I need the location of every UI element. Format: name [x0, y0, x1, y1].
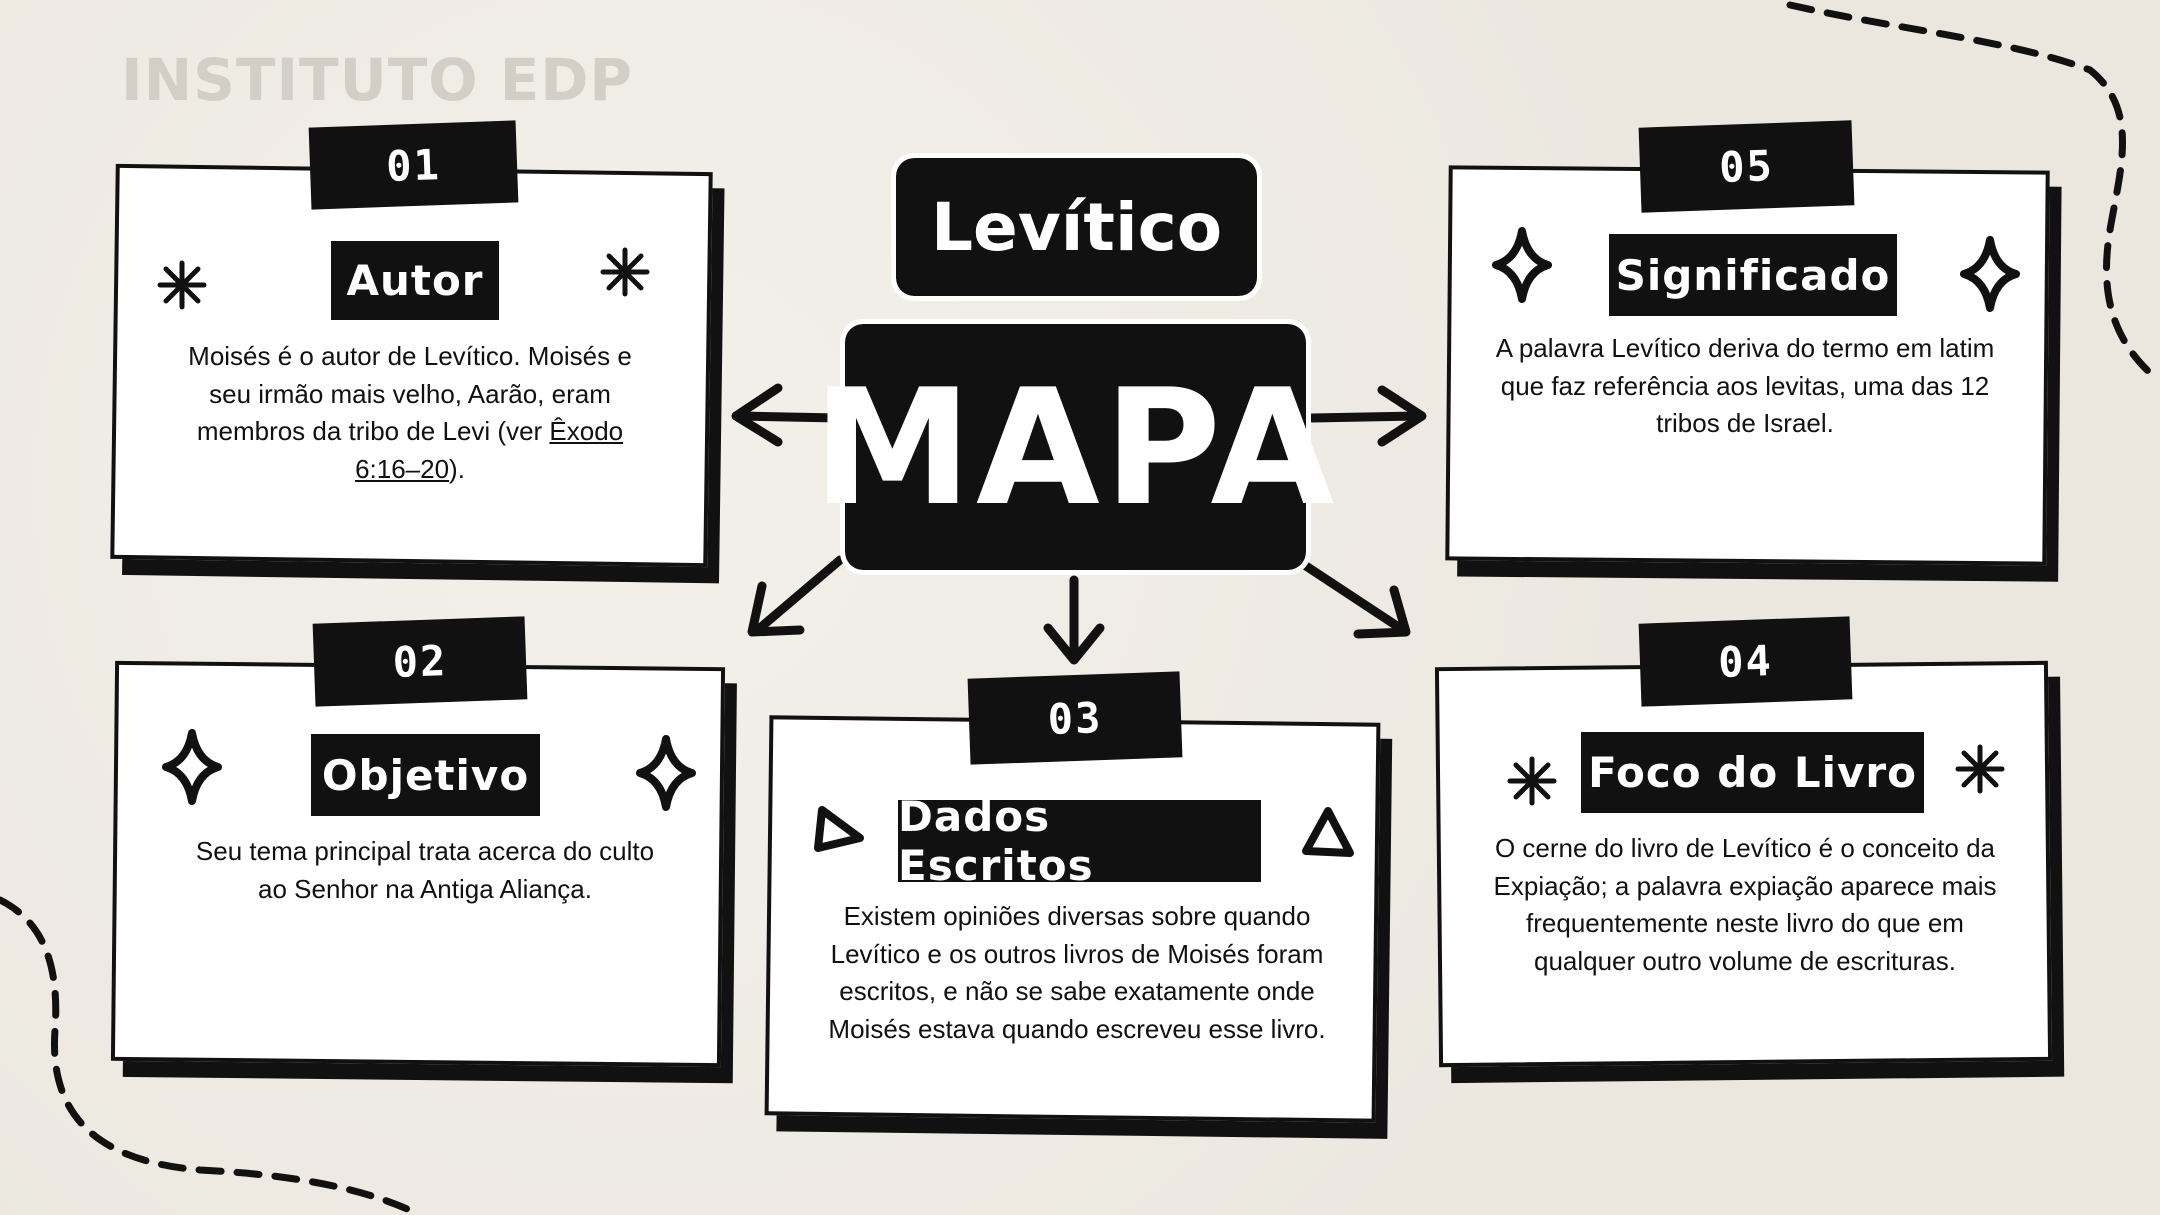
card-title: Autor	[331, 241, 499, 320]
sparkle-icon	[636, 735, 696, 811]
asterisk-icon	[1507, 756, 1557, 806]
exodus-link[interactable]: Êxodo 6:16–20	[355, 416, 624, 484]
dashed-curve-top-right	[1786, 1, 2160, 384]
arrow-down-right-icon	[1301, 561, 1411, 639]
triangle-icon	[1302, 807, 1354, 857]
card-text: Existem opiniões diversas sobre quando L…	[828, 901, 1326, 1044]
card-number-tab: 03	[967, 671, 1183, 765]
card-text: A palavra Levítico deriva do termo em la…	[1495, 333, 1995, 438]
triangle-icon	[814, 806, 864, 852]
asterisk-icon	[600, 247, 650, 297]
arrow-down-icon	[1043, 575, 1105, 665]
card-number-tab: 01	[308, 120, 519, 210]
card-title: Dados Escritos	[898, 792, 1261, 890]
sparkle-icon	[1960, 236, 2020, 312]
asterisk-icon	[1955, 744, 2005, 794]
card-text: O cerne do livro de Levítico é o conceit…	[1493, 833, 1997, 976]
card-title: Significado	[1609, 234, 1897, 316]
arrow-left-icon	[731, 383, 843, 447]
card-title: Objetivo	[311, 734, 540, 816]
arrow-right-icon	[1307, 385, 1427, 447]
main-title: MAPA	[812, 353, 1339, 541]
watermark: INSTITUTO EDP	[121, 46, 634, 114]
subtitle: Levítico	[930, 188, 1223, 266]
card-number-tab: 04	[1638, 616, 1853, 707]
asterisk-icon	[157, 260, 207, 310]
card-number-tab: 05	[1638, 120, 1855, 213]
subtitle-box: Levítico	[891, 153, 1262, 301]
sparkle-icon	[1492, 227, 1552, 303]
card-text: Moisés é o autor de Levítico. Moisés e s…	[188, 341, 632, 484]
arrow-down-left-icon	[747, 555, 845, 637]
sparkle-icon	[162, 729, 222, 805]
card-number-tab: 02	[312, 616, 528, 707]
title-box: MAPA	[813, 319, 1334, 575]
card-text: Seu tema principal trata acerca do culto…	[195, 836, 655, 904]
dashed-curve-bottom-left	[0, 896, 424, 1215]
card-title: Foco do Livro	[1581, 732, 1924, 813]
